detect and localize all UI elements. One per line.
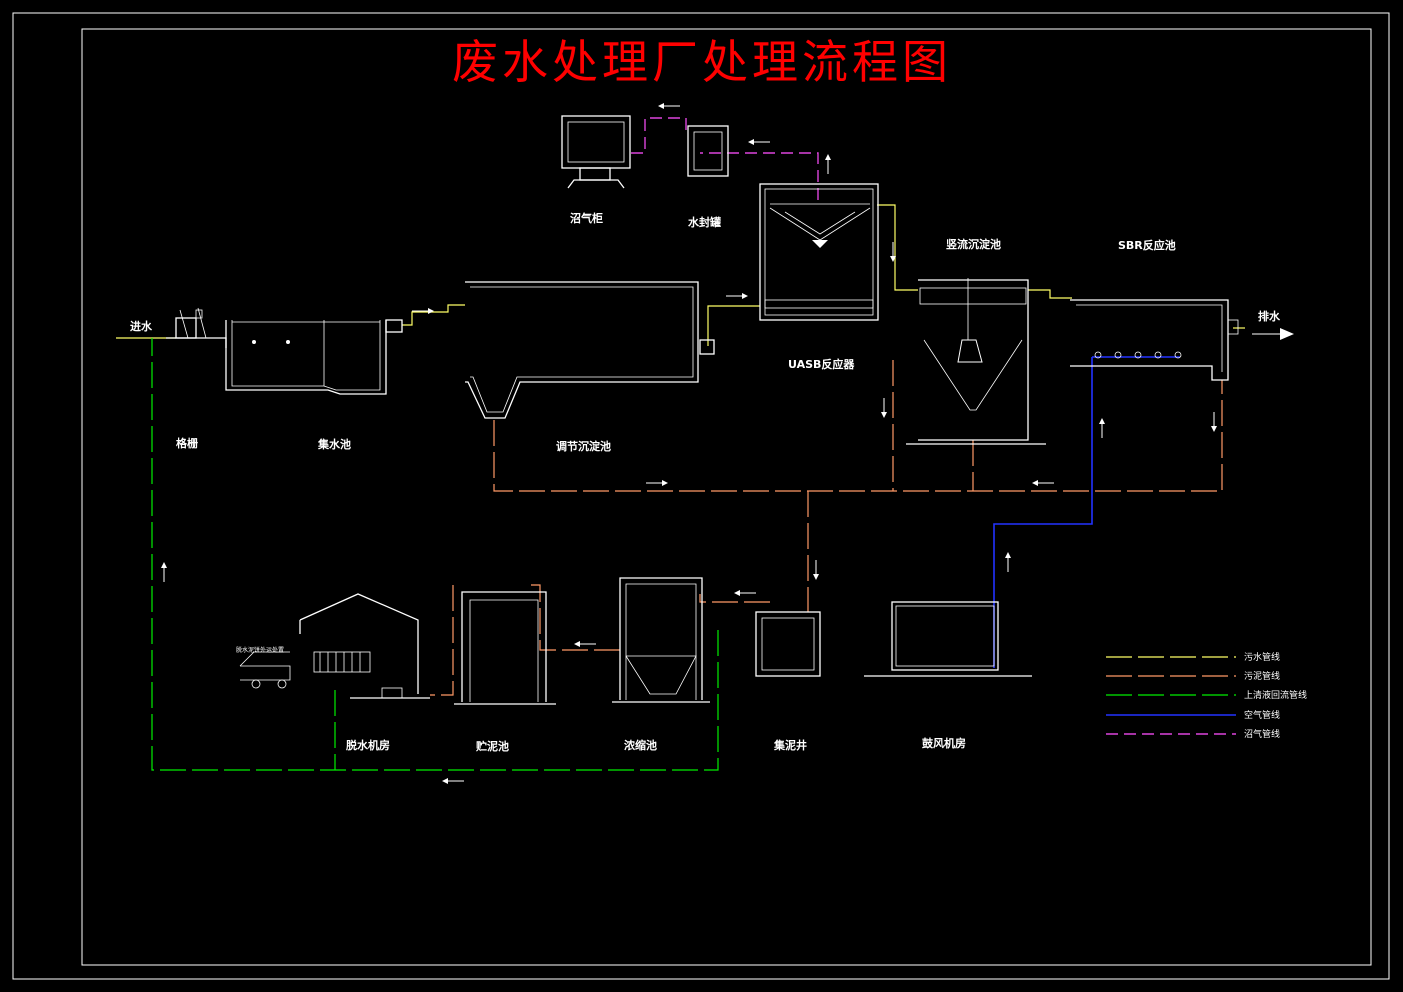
biogas-pipeline xyxy=(630,117,819,200)
vertical-settler-label: 竖流沉淀池 xyxy=(946,237,1001,251)
uasb-reactor xyxy=(759,183,879,321)
regulating-tank-label: 调节沉淀池 xyxy=(556,439,611,453)
water-seal-label: 水封罐 xyxy=(688,215,721,229)
legend-label-sludge: 污泥管线 xyxy=(1244,670,1280,682)
blower-room xyxy=(864,601,1032,677)
diagram-title: 废水处理厂处理流程图 xyxy=(452,35,952,89)
gas-holder xyxy=(561,115,631,189)
outer-frame xyxy=(12,12,1390,980)
outflow-label: 排水 xyxy=(1258,309,1281,323)
flow-arrows xyxy=(161,103,1294,784)
dewatering-room xyxy=(239,593,430,699)
collection-tank xyxy=(225,319,403,395)
grille-label: 格栅 xyxy=(176,436,198,450)
inflow-label: 进水 xyxy=(130,319,153,333)
sludge-well-label: 集泥井 xyxy=(773,738,807,752)
legend-label-supernatant: 上清液回流管线 xyxy=(1244,689,1307,701)
sludge-well xyxy=(755,611,821,677)
thickener xyxy=(612,577,710,703)
thickener-label: 浓缩池 xyxy=(624,738,657,752)
legend-label-biogas: 沼气管线 xyxy=(1244,728,1280,740)
grille xyxy=(166,307,227,348)
sewage-pipeline xyxy=(116,204,1245,346)
legend-label-air: 空气管线 xyxy=(1244,709,1280,721)
collection-tank-label: 集水池 xyxy=(317,437,351,451)
vertical-settler xyxy=(906,278,1046,445)
inner-frame xyxy=(81,28,1372,966)
dewatering-room-label: 脱水机房 xyxy=(346,738,390,752)
air-pipeline xyxy=(993,356,1180,668)
sludge-storage-label: 贮泥池 xyxy=(475,739,509,753)
uasb-label: UASB反应器 xyxy=(788,357,855,371)
sludge-pipeline xyxy=(430,360,1223,696)
sludge-storage xyxy=(454,591,556,705)
sbr-label: SBR反应池 xyxy=(1118,238,1176,252)
blower-room-label: 鼓风机房 xyxy=(922,736,966,750)
supernatant-pipeline xyxy=(151,338,719,771)
water-seal-tank xyxy=(687,125,729,177)
sbr-tank xyxy=(1070,299,1239,381)
legend-label-sewage: 污水管线 xyxy=(1244,651,1280,663)
gas-holder-label: 沼气柜 xyxy=(570,211,603,225)
regulating-tank xyxy=(465,281,715,419)
truck-note-label: 脱水泥饼外运处置 xyxy=(236,646,284,654)
legend: 污水管线 污泥管线 上清液回流管线 空气管线 沼气管线 xyxy=(1106,651,1307,740)
